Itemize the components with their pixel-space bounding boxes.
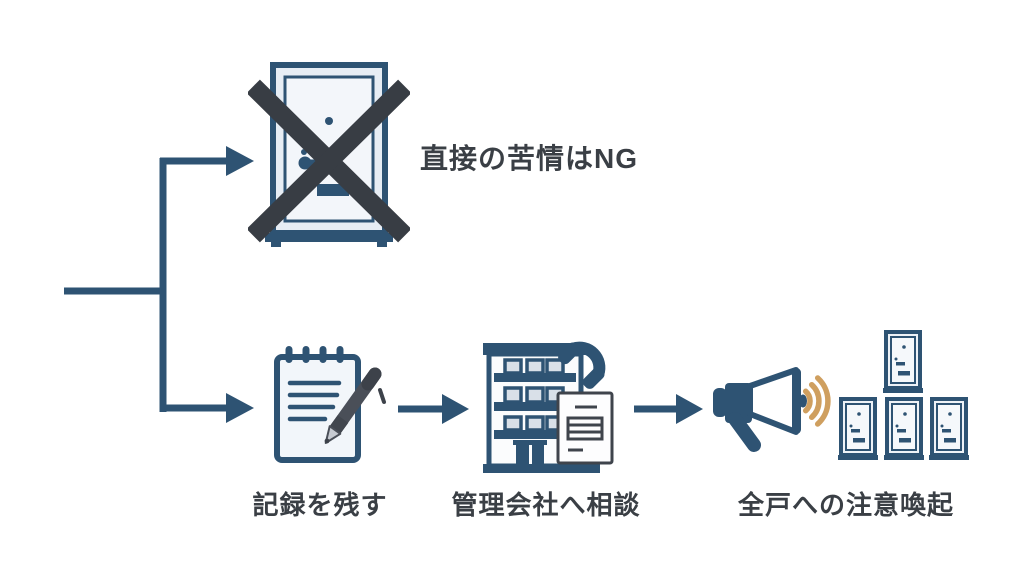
building-base bbox=[483, 464, 600, 473]
mail-slot bbox=[317, 184, 349, 196]
sound-waves-icon bbox=[802, 375, 831, 427]
building-phone-icon bbox=[480, 336, 625, 478]
peephole bbox=[325, 117, 333, 125]
crossed-door-icon bbox=[248, 55, 410, 251]
megaphone-icon bbox=[702, 362, 837, 464]
door-threshold bbox=[265, 233, 393, 242]
notepad-icon bbox=[274, 346, 361, 463]
megaphone-handle bbox=[728, 412, 761, 452]
label-consult-management: 管理会社へ相談 bbox=[451, 490, 641, 520]
bottom-branch-arrowhead bbox=[226, 393, 254, 423]
phone-icon bbox=[558, 341, 606, 389]
windows bbox=[503, 358, 565, 432]
document-icon bbox=[556, 391, 614, 465]
pen-icon bbox=[324, 367, 386, 444]
spiral-rings bbox=[285, 346, 344, 363]
notepad-pen-icon bbox=[263, 340, 390, 468]
label-keep-record: 記録を残す bbox=[252, 490, 388, 520]
megaphone-body bbox=[713, 367, 807, 452]
label-alert-all-households: 全戸への注意喚起 bbox=[737, 490, 954, 520]
label-direct-complaint-ng: 直接の苦情はNG bbox=[420, 143, 639, 174]
door-top bbox=[881, 330, 925, 395]
note-lines bbox=[287, 380, 342, 422]
cross-x-icon bbox=[248, 79, 410, 243]
door-bottom-left bbox=[836, 397, 880, 460]
building-icon bbox=[483, 343, 600, 473]
arrowhead-2 bbox=[676, 394, 703, 424]
top-branch-arrowhead bbox=[226, 146, 254, 176]
door-bottom-right bbox=[927, 397, 969, 460]
arrowhead-1 bbox=[442, 394, 469, 424]
floor-bars bbox=[494, 373, 576, 439]
door-bottom-center bbox=[882, 397, 926, 460]
megaphone-doors-icon bbox=[836, 327, 969, 460]
